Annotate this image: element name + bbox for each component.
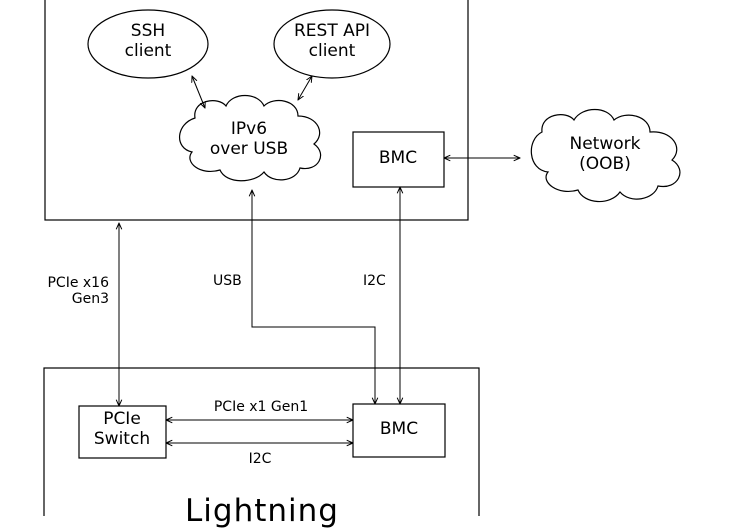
- rest-api-client-node: [273, 9, 391, 79]
- lightning-title: Lightning: [185, 493, 339, 529]
- ssh-client-label: SSH client: [124, 21, 172, 61]
- rest-api-client-label: REST API client: [293, 21, 371, 61]
- usb-link: [252, 190, 375, 404]
- bmc-bottom-label: BMC: [379, 419, 419, 439]
- i2c-horizontal-label: I2C: [248, 451, 272, 467]
- pcie-x16-gen3-label: PCIe x16 Gen3: [47, 275, 109, 308]
- usb-label: USB: [213, 273, 242, 289]
- rest-ipv6-arrow: [298, 76, 312, 100]
- ssh-client-node: [87, 9, 209, 79]
- network-oob-cloud: [530, 108, 681, 203]
- diagram-canvas: SSH client REST API client IPv6 over USB…: [43, 0, 681, 529]
- bmc-bottom-box: [352, 403, 446, 458]
- pcie-switch-box: [78, 405, 167, 459]
- pcie-x1-gen1-label: PCIe x1 Gen1: [213, 399, 309, 415]
- i2c-vertical-label: I2C: [363, 273, 386, 289]
- diagram-shapes: [43, 0, 681, 516]
- network-oob-label: Network (OOB): [569, 134, 641, 174]
- bmc-top-label: BMC: [378, 148, 418, 168]
- pcie-switch-label: PCIe Switch: [93, 409, 151, 449]
- ssh-ipv6-arrow: [192, 76, 205, 108]
- ipv6-over-usb-label: IPv6 over USB: [209, 119, 289, 159]
- ipv6-over-usb-cloud: [179, 94, 322, 182]
